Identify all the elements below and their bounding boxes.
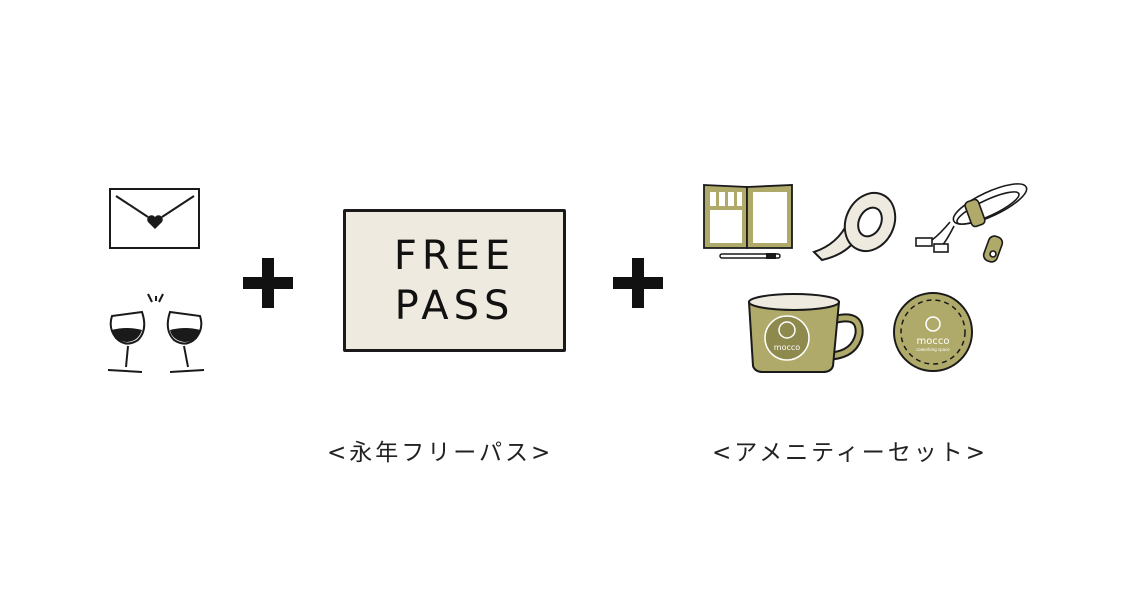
amenity-set-caption: <アメニティーセット> xyxy=(712,440,989,466)
svg-text:mocco: mocco xyxy=(774,343,800,352)
plus-sign xyxy=(243,258,293,308)
svg-text:mocco: mocco xyxy=(917,336,950,347)
free-pass-line2: PASS xyxy=(394,282,515,329)
mug-icon: mocco xyxy=(747,293,864,373)
plus-sign xyxy=(613,258,663,308)
svg-text:coworking space: coworking space xyxy=(916,347,950,352)
free-pass-line1: FREE xyxy=(393,232,516,279)
coaster-icon: mocco coworking space xyxy=(893,292,973,372)
masking-tape-icon xyxy=(812,191,897,262)
free-pass-caption: <永年フリーパス> xyxy=(327,440,554,466)
wine-glasses-toast-icon xyxy=(107,293,205,373)
free-pass-card: FREE PASS xyxy=(343,209,566,352)
envelope-heart-icon xyxy=(109,188,200,249)
notebook-and-pen-icon xyxy=(703,184,793,259)
cable-and-clips-icon xyxy=(915,183,1028,263)
